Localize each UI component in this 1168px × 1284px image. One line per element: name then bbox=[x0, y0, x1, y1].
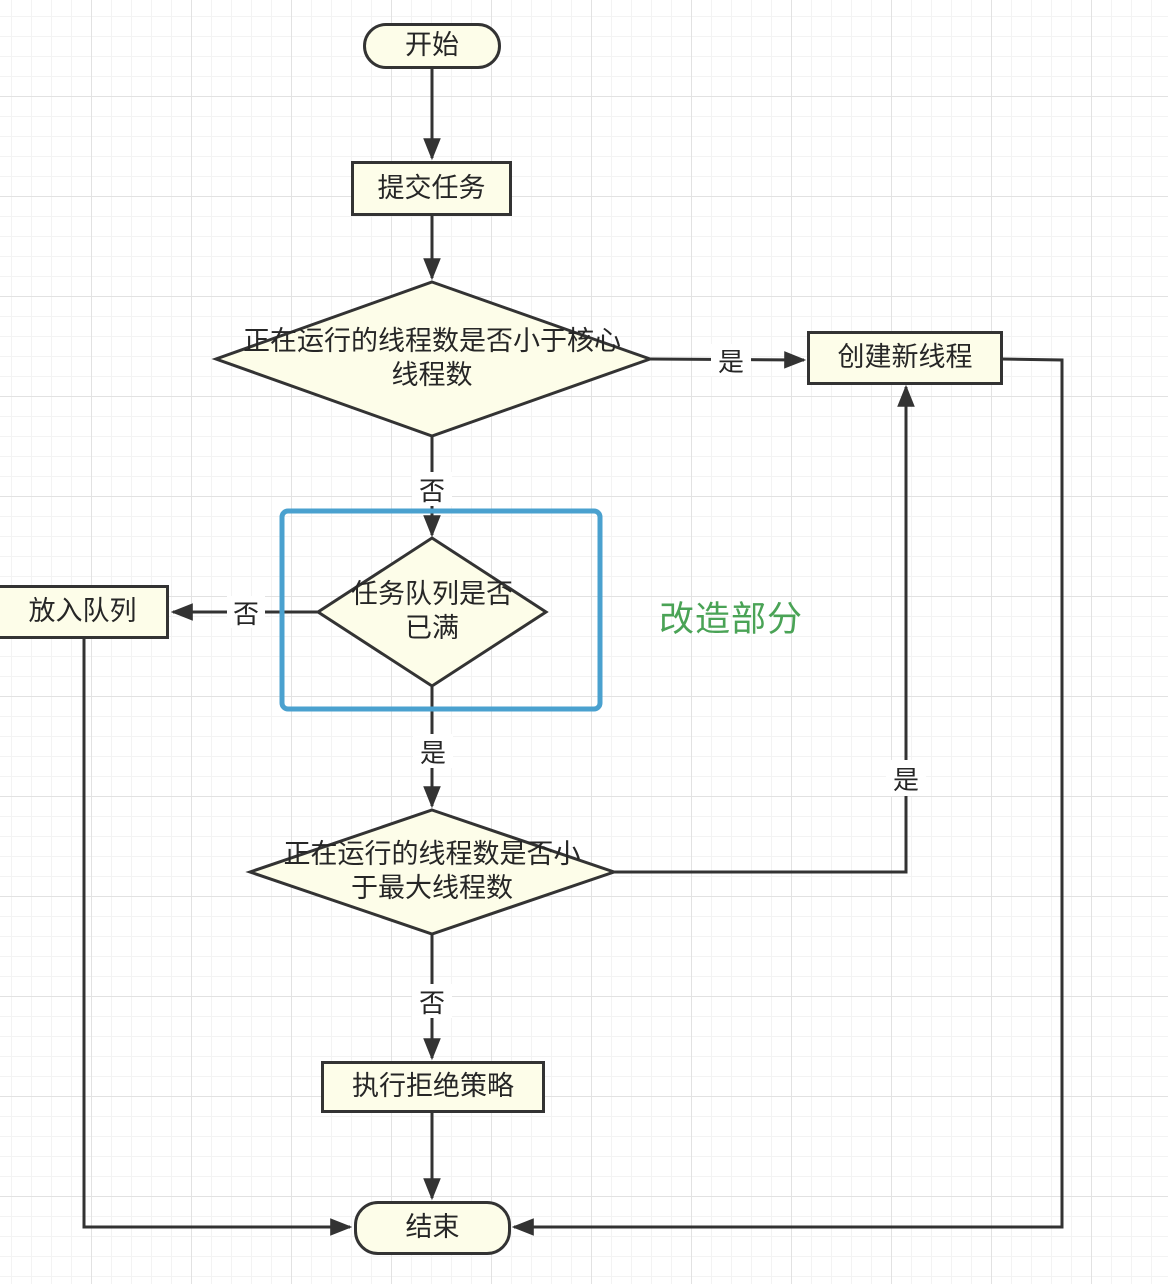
modified-section-box bbox=[279, 508, 603, 712]
modified-section-note: 改造部分 bbox=[658, 599, 803, 640]
enqueue-node: 放入队列 bbox=[0, 585, 169, 639]
edge-max-create bbox=[614, 384, 915, 874]
check-queue-label: 任务队列是否已满 bbox=[351, 579, 513, 644]
edge-enqueue-end bbox=[82, 638, 353, 1236]
start-label: 开始 bbox=[405, 30, 459, 61]
check-core-decision: 正在运行的线程数是否小于核心线程数 bbox=[236, 320, 628, 398]
end-label: 结束 bbox=[405, 1212, 460, 1243]
end-node: 结束 bbox=[354, 1201, 511, 1255]
check-queue-decision: 任务队列是否已满 bbox=[338, 574, 526, 650]
edge-label-max-no: 否 bbox=[412, 984, 452, 1019]
edge-label-queue-yes: 是 bbox=[413, 734, 453, 769]
decision-check-max-shape bbox=[245, 808, 619, 936]
reject-node: 执行拒绝策略 bbox=[321, 1061, 545, 1113]
check-max-decision: 正在运行的线程数是否小于最大线程数 bbox=[280, 834, 584, 910]
edge-label-max-yes: 是 bbox=[886, 760, 926, 796]
submit-task-node: 提交任务 bbox=[351, 161, 512, 216]
edge-label-core-yes: 是 bbox=[711, 344, 751, 378]
check-core-label: 正在运行的线程数是否小于核心线程数 bbox=[243, 326, 621, 391]
decision-check-queue-shape bbox=[315, 536, 549, 688]
start-node: 开始 bbox=[363, 23, 501, 69]
edge-label-queue-no: 否 bbox=[227, 596, 265, 630]
create-thread-label: 创建新线程 bbox=[837, 342, 973, 373]
check-max-label: 正在运行的线程数是否小于最大线程数 bbox=[283, 839, 581, 904]
reject-label: 执行拒绝策略 bbox=[352, 1071, 514, 1102]
edge-create-end bbox=[511, 357, 1064, 1236]
edge-label-core-no: 否 bbox=[412, 472, 452, 507]
create-thread-node: 创建新线程 bbox=[807, 331, 1003, 385]
enqueue-label: 放入队列 bbox=[28, 596, 137, 627]
decision-check-core-shape bbox=[211, 280, 655, 438]
submit-task-label: 提交任务 bbox=[377, 172, 486, 204]
